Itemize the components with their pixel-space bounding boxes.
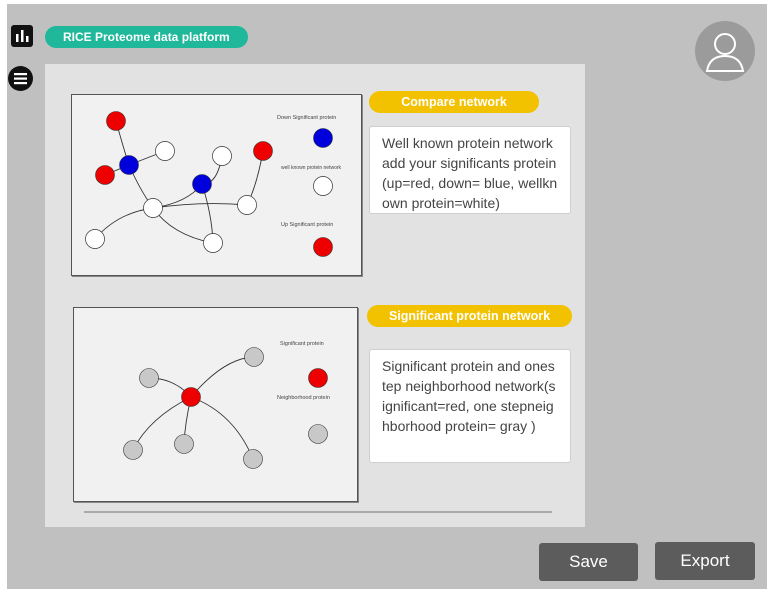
legend-down-node <box>313 128 333 148</box>
network-node <box>106 111 126 131</box>
hamburger-menu-icon[interactable] <box>8 66 33 91</box>
network-node <box>123 440 143 460</box>
network-node <box>139 368 159 388</box>
app-title: RICE Proteome data platform <box>45 26 248 48</box>
compare-network-description: Well known protein network add your sign… <box>369 126 571 214</box>
legend-wellknown-label: well known protein network <box>281 165 342 171</box>
network-node <box>244 347 264 367</box>
legend-up-node <box>313 237 333 257</box>
legend-significant-label: Significant protein <box>280 341 324 347</box>
network-node <box>95 165 115 185</box>
significant-network-label: Significant protein network <box>367 305 572 327</box>
network-node <box>253 141 273 161</box>
network-node <box>237 195 257 215</box>
network-node <box>203 233 223 253</box>
legend-up-label: Up Significant protein <box>281 222 333 228</box>
scrollbar[interactable] <box>84 511 552 513</box>
significant-network-diagram: Significant protein Neighborhood protein <box>73 307 358 502</box>
network-node <box>85 229 105 249</box>
legend-wellknown-node <box>313 176 333 196</box>
legend-significant-node <box>308 368 328 388</box>
network-node <box>143 198 163 218</box>
legend-down-label: Down Significant protein <box>277 115 336 121</box>
network-node <box>174 434 194 454</box>
network-node <box>212 146 232 166</box>
network-node <box>181 387 201 407</box>
network-node <box>243 449 263 469</box>
compare-network-diagram: Down Significant protein well known prot… <box>71 94 362 276</box>
legend-neighborhood-node <box>308 424 328 444</box>
legend-neighborhood-label: Neighborhood protein <box>277 395 330 401</box>
bar-chart-icon[interactable] <box>11 25 33 47</box>
network-node <box>192 174 212 194</box>
significant-network-description: Significant protein and onestep neighbor… <box>369 349 571 463</box>
compare-network-label: Compare network <box>369 91 539 113</box>
user-avatar-icon[interactable] <box>695 21 755 81</box>
save-button[interactable]: Save <box>539 543 638 581</box>
network-node <box>155 141 175 161</box>
export-button[interactable]: Export <box>655 542 755 580</box>
network-node <box>119 155 139 175</box>
